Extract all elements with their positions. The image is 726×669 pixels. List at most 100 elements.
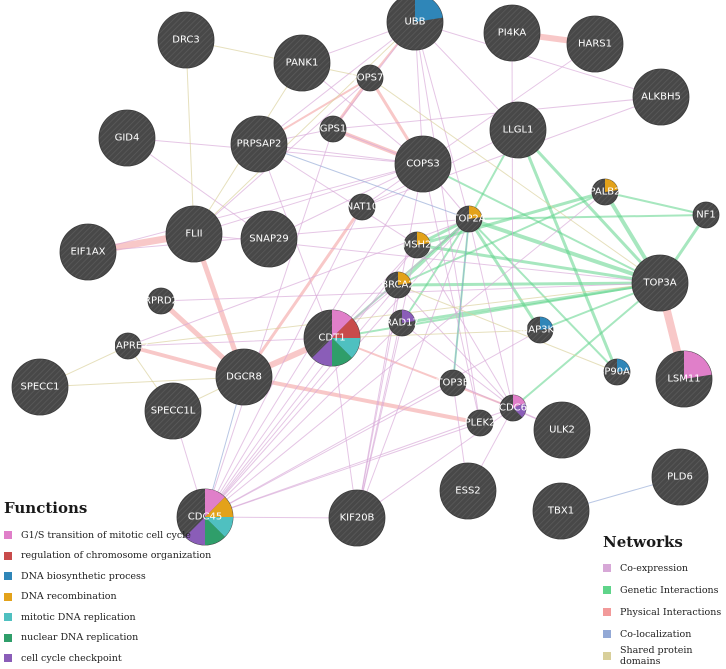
edge-genetic [512,282,661,409]
node-circle [273,34,331,92]
function-wedge-checkpoint [513,403,526,418]
function-legend-item: nuclear DNA replication [4,628,211,649]
edge-coexp [160,282,661,302]
function-legend-item: DNA recombination [4,587,211,608]
edge-coexp [511,32,514,409]
gene-node-top2a[interactable]: TOP2A [451,205,486,233]
network-legend-label: Shared protein domains [620,645,693,667]
gene-node-gps1[interactable]: GPS1 [319,115,347,143]
edge-coexp [422,163,481,424]
network-legend-item: Physical Interactions [603,601,726,623]
function-wedge-nucrep [332,338,352,366]
edge-coexp [414,21,470,220]
edge-domains [397,284,618,373]
edge-genetic [468,218,618,373]
gene-node-tbx1[interactable]: TBX1 [532,482,590,540]
node-label: PI4KA [498,28,527,39]
node-circle [651,448,709,506]
function-wedge-mitrep [332,338,360,358]
node-circle [147,287,175,315]
edge-domains [193,21,416,235]
function-swatch [4,551,12,560]
network-legend-item: Shared protein domains [603,645,726,667]
node-label: FLII [185,229,202,240]
gene-node-top3b[interactable]: TOP3B [435,369,470,397]
gene-node-eif1ax[interactable]: EIF1AX [59,223,117,281]
node-circle [439,462,497,520]
node-circle [631,254,689,312]
gene-node-plek2[interactable]: PLEK2 [465,409,496,437]
gene-node-top3a[interactable]: TOP3A [631,254,689,312]
node-circle [489,101,547,159]
edge-coexp [356,218,470,519]
gene-node-pld6[interactable]: PLD6 [651,448,709,506]
gene-node-snap29[interactable]: SNAP29 [240,210,298,268]
gene-node-msh2[interactable]: MSH2 [403,231,432,259]
gene-node-mapre2[interactable]: MAPRE2 [107,332,149,360]
network-legend-label: Co-expression [620,562,689,574]
node-label: DRC3 [172,35,200,46]
node-circle [632,68,690,126]
gene-node-specc1l[interactable]: SPECC1L [144,382,202,440]
gene-node-nf1[interactable]: NF1 [692,201,720,229]
edge-genetic [467,217,662,285]
node-circle [240,210,298,268]
gene-node-hsp90aa1[interactable]: HSP90AA1 [591,358,644,386]
gene-node-drc3[interactable]: DRC3 [157,11,215,69]
function-legend-item: regulation of chromosome organization [4,546,211,567]
gene-node-rad17[interactable]: RAD17 [385,309,419,337]
edge-coexp [204,284,399,518]
gene-node-cdt1[interactable]: CDT1 [303,309,361,367]
gene-node-specc1[interactable]: SPECC1 [11,358,69,416]
gene-node-ess2[interactable]: ESS2 [439,462,497,520]
gene-node-gid4[interactable]: GID4 [98,109,156,167]
edge-coexp [268,163,424,240]
gene-node-pi4ka[interactable]: PI4KA [483,4,541,62]
node-label: DGCR8 [226,372,262,383]
gene-node-llgl1[interactable]: LLGL1 [489,101,547,159]
node-circle [11,358,69,416]
function-wedge-recomb [469,206,482,219]
gene-node-palb2[interactable]: PALB2 [589,178,621,206]
edge-domains [39,376,245,388]
networks-legend-title: Networks [603,533,683,551]
node-label: PRPSAP2 [237,139,282,150]
function-swatch [4,572,12,581]
gene-node-kif20b[interactable]: KIF20B [328,489,386,547]
gene-node-cops3[interactable]: COPS3 [394,135,452,193]
gene-node-ulk2[interactable]: ULK2 [533,401,591,459]
node-label: MSH2 [403,240,432,251]
network-swatch [603,608,611,616]
gene-node-prpsap2[interactable]: PRPSAP2 [230,115,288,173]
node-circle [59,223,117,281]
edge-genetic [468,214,707,220]
function-wedge-checkpoint [402,310,415,323]
gene-node-alkbh5[interactable]: ALKBH5 [632,68,690,126]
node-label: CDC6 [499,403,527,414]
gene-node-dgcr8[interactable]: DGCR8 [215,348,273,406]
gene-node-cops7b[interactable]: COPS7B [350,64,391,92]
edge-coexp [204,218,470,518]
edge-coexp [204,382,454,518]
node-circle [98,109,156,167]
gene-node-ubb[interactable]: UBB [386,0,444,51]
gene-node-pank1[interactable]: PANK1 [273,34,331,92]
function-wedge-g1s [332,310,352,338]
gene-node-lsm11[interactable]: LSM11 [655,350,713,408]
node-circle [692,201,720,229]
gene-node-cdc45[interactable]: CDC45 [176,488,234,546]
gene-node-rprd2[interactable]: RPRD2 [144,287,178,315]
function-legend-item: DNA biosynthetic process [4,566,211,587]
functions-legend-title: Functions [4,499,88,517]
gene-node-brca2[interactable]: BRCA2 [381,271,415,299]
node-circle [215,348,273,406]
function-wedge-dnabio [540,317,553,330]
node-label: RAD17 [385,318,419,329]
gene-node-cdc6[interactable]: CDC6 [499,394,527,422]
gene-node-hars1[interactable]: HARS1 [566,15,624,73]
gene-node-flii[interactable]: FLII [165,205,223,263]
edge-coloc [258,143,470,220]
node-label: SPECC1 [20,382,59,393]
gene-node-map3k4[interactable]: MAP3K4 [520,316,561,344]
gene-node-nat10[interactable]: NAT10 [346,193,378,221]
